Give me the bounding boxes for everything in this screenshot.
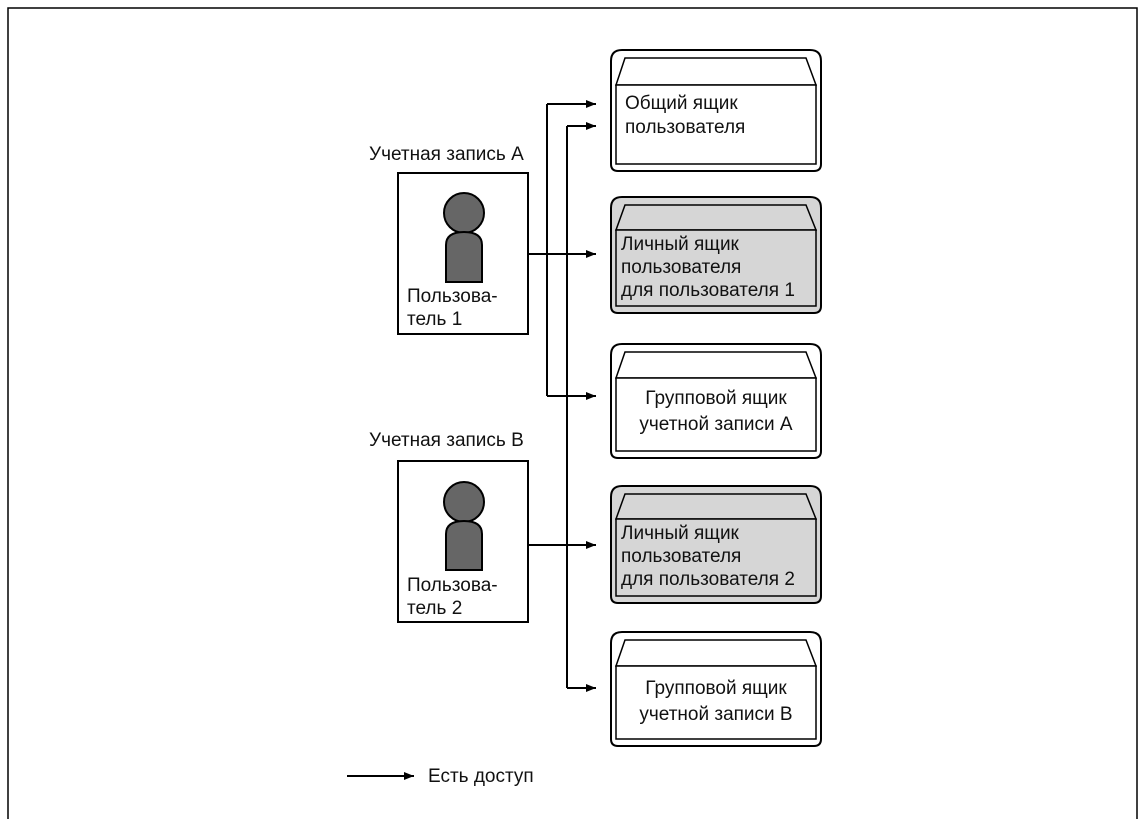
person-2-icon — [443, 481, 485, 571]
user-2-label-line2: тель 2 — [407, 598, 462, 619]
user-2-connectors — [528, 122, 596, 692]
account-a-label: Учетная запись A — [369, 144, 524, 165]
group-box-account-a-line1: Групповой ящик — [645, 388, 787, 409]
user-1-label-line1: Пользова- — [407, 286, 498, 307]
frame — [7, 7, 1138, 819]
personal-box-user-1-line2: пользователя — [621, 257, 741, 278]
group-box-account-a: Групповой ящик учетной записи A — [610, 343, 822, 459]
personal-box-user-1-line3: для пользователя 1 — [621, 280, 795, 301]
personal-box-user-2-line1: Личный ящик — [621, 523, 740, 544]
common-user-box: Общий ящик пользователя — [610, 49, 822, 172]
group-box-account-b-line1: Групповой ящик — [645, 678, 787, 699]
personal-box-user-1: Личный ящик пользователя для пользовател… — [610, 196, 822, 314]
user-1-connectors — [528, 100, 596, 400]
personal-box-user-2: Личный ящик пользователя для пользовател… — [610, 485, 822, 604]
legend-label: Есть доступ — [428, 766, 534, 787]
personal-box-user-2-line3: для пользователя 2 — [621, 569, 795, 590]
legend: Есть доступ — [347, 766, 534, 787]
account-b-label: Учетная запись B — [369, 430, 524, 451]
common-user-box-line2: пользователя — [625, 117, 745, 138]
user-1-label-line2: тель 1 — [407, 309, 462, 330]
person-1-icon — [443, 192, 485, 283]
group-box-account-b: Групповой ящик учетной записи B — [610, 631, 822, 747]
personal-box-user-1-line1: Личный ящик — [621, 234, 740, 255]
group-box-account-a-line2: учетной записи A — [639, 414, 793, 435]
common-user-box-line1: Общий ящик — [625, 93, 738, 114]
personal-box-user-2-line2: пользователя — [621, 546, 741, 567]
user-2-label-line1: Пользова- — [407, 575, 498, 596]
group-box-account-b-line2: учетной записи B — [639, 704, 792, 725]
